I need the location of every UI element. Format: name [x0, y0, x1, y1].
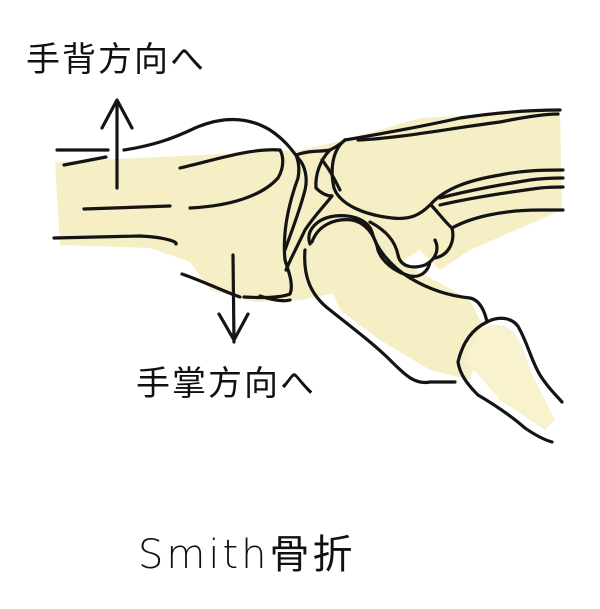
- phalanx-bone-outline: [456, 316, 564, 444]
- dorsal-arrow-icon: [100, 98, 134, 190]
- figure-title: Smith骨折: [138, 532, 356, 578]
- palmar-arrow-icon: [217, 253, 250, 344]
- fracture-fragment-outline: [258, 294, 292, 303]
- metacarpal-bone-outline: [303, 214, 489, 385]
- dorsal-direction-label: 手背方向へ: [26, 40, 206, 80]
- palmar-direction-label: 手掌方向へ: [136, 364, 316, 404]
- carpal-bones-outline: [283, 108, 565, 278]
- bone-fills: [55, 110, 562, 430]
- radius-bone-outline: [52, 118, 301, 300]
